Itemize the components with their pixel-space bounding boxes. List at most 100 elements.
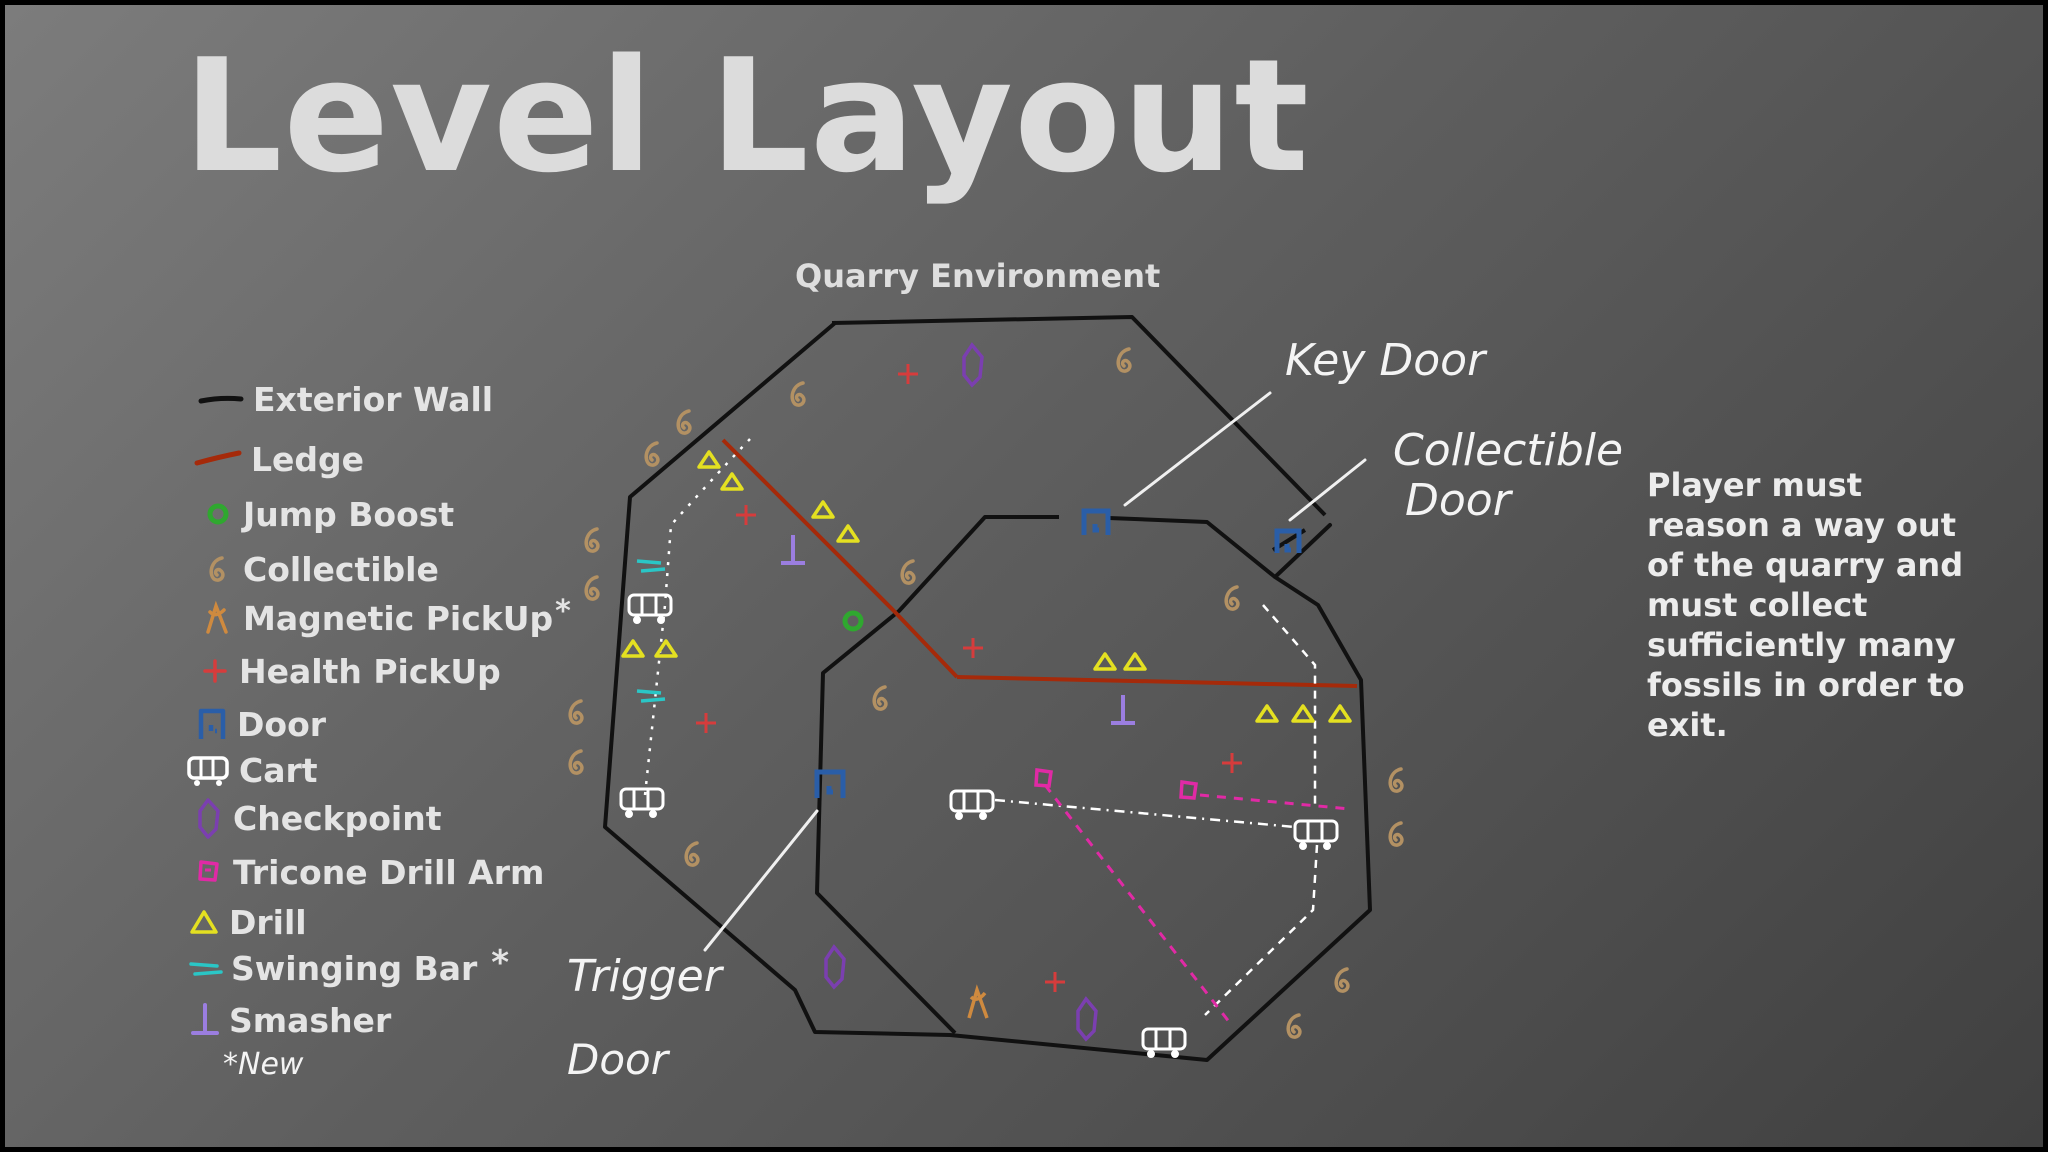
health-plus-icon [736,505,756,525]
legend-swinging-bar: Swinging Bar * [187,943,509,989]
drill-icon [1093,652,1117,671]
magnet-icon [967,984,989,1019]
collectible-icon [1334,967,1350,993]
legend-label-door: Door [237,704,327,744]
cart-icon [619,787,665,818]
exterior-wall-top [831,315,1327,517]
key-door-label: Key Door [1285,335,1486,386]
collectible-icon [1388,767,1404,793]
collectible-icon [568,749,584,775]
cart-icon [949,789,995,820]
drill-icon [1123,652,1147,671]
drill-icon [654,639,678,658]
ledge-horizontal [956,675,1358,688]
new-items-note: *New [223,1047,304,1082]
cart-icon [187,756,229,786]
ledge-diagonal [721,438,959,679]
checkpoint-icon [962,342,984,388]
cart-icon [1141,1027,1187,1058]
drill-icon [621,639,645,658]
legend-new-marker-magnetic: * [555,593,571,629]
collectible-icon [676,409,692,435]
checkpoint-icon [1076,996,1098,1042]
collectible-icon [1388,821,1404,847]
tricone-drill-arm-icon [1034,768,1053,788]
collectible-icon [872,685,888,711]
exterior-wall-icon [198,395,244,404]
health-plus-icon [898,364,918,384]
legend-label-health-pickup: Health PickUp [239,651,501,691]
key-door-leader [1123,391,1272,507]
tricone-drill-arm-icon [1179,780,1198,800]
jump-boost-icon [207,503,229,525]
key-door-icon [1081,508,1111,535]
trigger-door-label-line1: Trigger [567,951,722,1002]
legend-smasher: Smasher [189,999,391,1041]
tricone-drill-arm-icon [198,860,219,882]
health-plus-icon [1222,753,1242,773]
legend-label-collectible: Collectible [243,549,439,589]
exterior-wall-outline [603,321,1372,1062]
health-plus-icon [203,659,227,683]
health-plus-icon [963,638,983,658]
legend-door: Door [193,703,326,745]
cart-path-right [1204,604,1319,1016]
health-plus-icon [1045,972,1065,992]
legend-tricone-drill-arm: Tricone Drill Arm [191,851,544,893]
cart-path-center [994,798,1296,829]
legend-label-swinging-bar: Swinging Bar [231,948,478,988]
drill-icon [720,472,744,491]
legend-label-jump-boost: Jump Boost [243,494,455,534]
legend-health-pickup: Health PickUp [199,650,501,692]
legend-label-smasher: Smasher [229,1000,392,1040]
legend-label-checkpoint: Checkpoint [233,798,442,838]
collectible-icon [209,556,225,582]
tricone-arm-path-long [1043,784,1232,1024]
jump-boost-icon [842,610,864,632]
collectible-icon [584,527,600,553]
collectible-icon [584,575,600,601]
checkpoint-icon [824,944,846,990]
collectible-icon [644,441,660,467]
collectible-icon [568,699,584,725]
collectible-icon [1116,347,1132,373]
objective-note: Player must reason a way out of the quar… [1647,466,1965,744]
swinging-bar-icon [189,962,223,976]
magnet-icon [206,600,228,634]
door-icon [198,708,226,739]
cart-icon [1293,819,1339,850]
legend-label-cart: Cart [239,750,318,790]
legend-label-magnetic-pickup: Magnetic PickUp [243,598,554,638]
collectible-icon [1224,585,1240,611]
legend-collectible: Collectible [201,548,439,590]
drill-icon [697,450,721,469]
drill-icon [1291,704,1315,723]
smasher-icon [191,1003,219,1035]
collectible-door-label-line1: Collectible [1393,425,1624,476]
drill-icon [1255,704,1279,723]
drill-icon [811,500,835,519]
swinging-bar-icon [636,689,666,703]
trigger-door-icon [814,769,846,798]
legend-drill: Drill [187,901,307,943]
legend-label-exterior-wall: Exterior Wall [253,379,494,419]
legend-cart: Cart [183,749,318,791]
smasher-icon [781,535,805,565]
legend-checkpoint: Checkpoint [191,797,441,839]
collectible-icon [1286,1013,1302,1039]
inner-wall [815,515,1277,1035]
trigger-door-leader [703,809,819,952]
legend-jump-boost: Jump Boost [201,493,454,535]
slide: Level Layout Quarry Environment Exterior… [5,5,2043,1147]
legend-label-ledge: Ledge [251,439,365,479]
legend-label-tricone-drill-arm: Tricone Drill Arm [233,852,545,892]
trigger-door-label-line2: Door [567,1035,669,1084]
collectible-door-leader [1288,458,1367,522]
checkpoint-icon [198,798,220,839]
swinging-bar-icon [636,559,666,573]
smasher-icon [1111,695,1135,725]
legend-exterior-wall: Exterior Wall [197,378,493,420]
drill-icon [836,524,860,543]
ledge-icon [194,450,242,466]
collectible-door-icon [1274,528,1302,553]
